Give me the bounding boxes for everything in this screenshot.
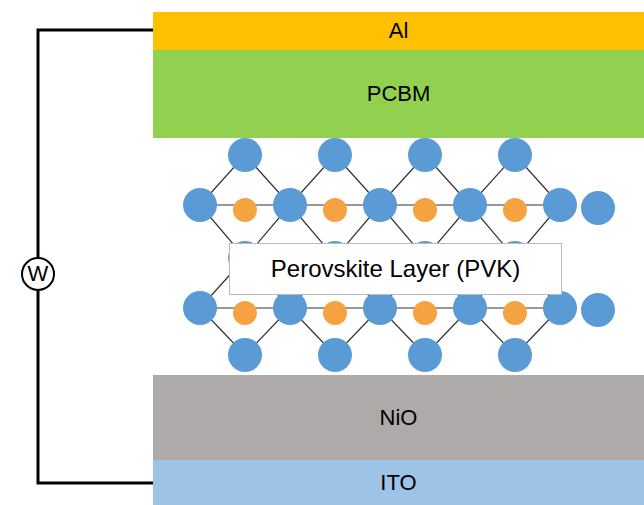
x-site-atom (318, 138, 352, 172)
b-site-atom (503, 301, 527, 325)
x-site-atom (543, 291, 577, 325)
layer-label: Al (389, 18, 409, 44)
electrode-layer: Al (153, 12, 644, 50)
x-site-atom (581, 293, 615, 327)
layer-label: W (28, 261, 49, 287)
x-site-atom (363, 188, 397, 222)
x-site-atom (228, 138, 262, 172)
circuit-wire (38, 30, 153, 257)
b-site-atom (503, 198, 527, 222)
x-site-atom (453, 291, 487, 325)
b-site-atom (413, 301, 437, 325)
b-site-atom (323, 301, 347, 325)
x-site-atom (498, 138, 532, 172)
layer-label: PCBM (367, 81, 431, 107)
x-site-atom (363, 291, 397, 325)
x-site-atom (183, 291, 217, 325)
circuit-wire (38, 291, 153, 483)
x-site-atom (273, 291, 307, 325)
meter-symbol: W (21, 257, 55, 291)
electrode-layer: ITO (153, 460, 644, 505)
transport-layer: PCBM (153, 50, 644, 138)
x-site-atom (581, 191, 615, 225)
x-site-atom (318, 338, 352, 372)
x-site-atom (228, 338, 262, 372)
x-site-atom (408, 338, 442, 372)
b-site-atom (233, 198, 257, 222)
layer-label-box: Perovskite Layer (PVK) (229, 243, 562, 295)
transport-layer: NiO (153, 375, 644, 460)
layer-label: ITO (380, 470, 416, 496)
layer-label: NiO (380, 405, 418, 431)
x-site-atom (408, 138, 442, 172)
b-site-atom (233, 301, 257, 325)
b-site-atom (413, 198, 437, 222)
b-site-atom (323, 198, 347, 222)
layer-label: Perovskite Layer (PVK) (271, 255, 520, 283)
x-site-atom (273, 188, 307, 222)
x-site-atom (453, 188, 487, 222)
x-site-atom (498, 338, 532, 372)
x-site-atom (543, 188, 577, 222)
x-site-atom (183, 188, 217, 222)
